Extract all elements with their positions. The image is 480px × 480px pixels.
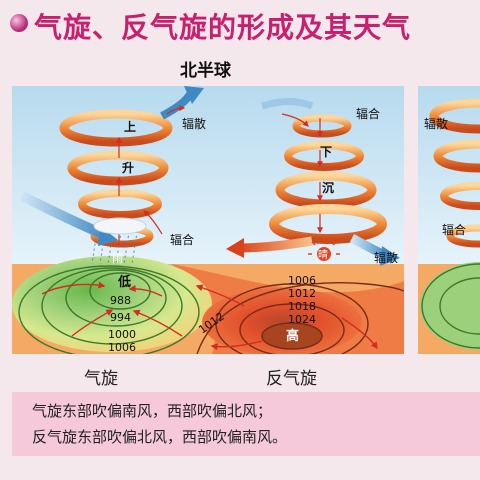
anticyclone-caption: 反气旋 (266, 369, 317, 389)
cyclone-caption: 气旋 (84, 369, 118, 389)
isobar-label-1012-high: 1012 (288, 287, 316, 300)
rise-label-1: 上 (124, 119, 136, 134)
page-title: 气旋、反气旋的形成及其天气 (34, 11, 412, 44)
diagram-panel: 低 988 994 1000 1006 1012 1006 1012 1018 … (12, 86, 404, 354)
note-line-1: 气旋东部吹偏南风，西部吹偏北风； (32, 402, 273, 420)
sink-label-1: 下 (320, 145, 332, 159)
cyclone-divergence-label: 辐散 (182, 116, 206, 131)
isobar-label-1006-high: 1006 (288, 274, 316, 287)
hemisphere-label: 北半球 (180, 61, 231, 81)
isobar-label-988: 988 (110, 294, 131, 307)
note-line-2: 反气旋东部吹偏北风，西部吹偏南风。 (32, 428, 288, 446)
anticyclone-convergence-label: 辐合 (356, 106, 380, 121)
note-box: 气旋东部吹偏南风，西部吹偏北风； 反气旋东部吹偏北风，西部吹偏南风。 (12, 392, 480, 456)
surface-wind-arrows (41, 281, 378, 351)
isobar-label-1000: 1000 (108, 328, 136, 341)
low-center-label: 低 (117, 274, 131, 290)
rise-label-2: 升 (122, 160, 134, 175)
cyclone-anticyclone-diagram: 低 988 994 1000 1006 1012 1006 1012 1018 … (12, 86, 404, 354)
isobar-label-1006: 1006 (108, 341, 136, 354)
rain-label: 雨 (112, 252, 123, 265)
cyclone-convergence-label: 辐合 (170, 232, 194, 247)
partial-convergence-label: 辐合 (442, 222, 466, 237)
anticyclone-spiral (226, 98, 400, 266)
isobar-label-1018: 1018 (288, 300, 316, 313)
partial-diagram: 辐散 辐合 (418, 86, 480, 354)
partial-divergence-label: 辐散 (424, 116, 448, 131)
anticyclone-isobars (196, 282, 404, 354)
sink-label-2: 沉 (322, 180, 334, 195)
diagram-panel-partial: 辐散 辐合 (418, 86, 480, 354)
isobar-label-994: 994 (110, 311, 131, 324)
bullet-icon (10, 14, 28, 32)
anticyclone-divergence-label: 辐散 (374, 250, 398, 265)
title-bar: 气旋、反气旋的形成及其天气 (0, 0, 480, 50)
high-center-label: 高 (286, 328, 299, 344)
cyclone-spiral (19, 86, 204, 265)
isobar-label-1024: 1024 (288, 313, 316, 326)
sunny-label: 晴 (318, 248, 328, 261)
